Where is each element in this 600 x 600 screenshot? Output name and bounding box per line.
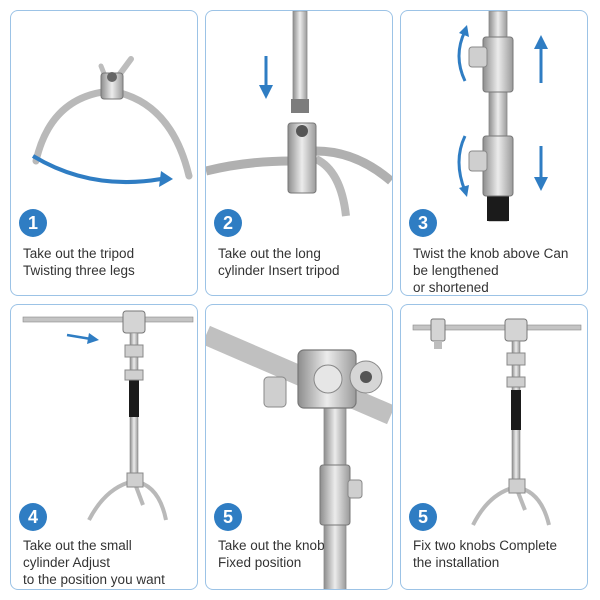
step-panel-5: 5 Take out the knob Fixed position [205, 304, 393, 590]
step-caption: Take out the knob Fixed position [218, 537, 386, 571]
arrow-icon [66, 333, 92, 341]
cylinder-insert-illustration [206, 11, 392, 217]
knob-closeup-illustration [206, 325, 392, 589]
step-number-badge: 3 [409, 209, 437, 237]
caption-line: cylinder Insert tripod [218, 263, 340, 278]
step-panel-2: 2 Take out the long cylinder Insert trip… [205, 10, 393, 296]
full-stand-illustration [22, 310, 194, 521]
step-panel-1: 1 Take out the tripod Twisting three leg… [10, 10, 198, 296]
step-number-badge: 1 [19, 209, 47, 237]
caption-line: Take out the long [218, 246, 321, 261]
tripod-base-illustration [31, 56, 193, 187]
step-panel-6: 5 Fix two knobs Complete the installatio… [400, 304, 588, 590]
step-caption: Twist the knob above Can be lengthened o… [413, 245, 581, 295]
caption-line: Fix two knobs Complete [413, 538, 558, 553]
step-caption: Take out the long cylinder Insert tripod [218, 245, 386, 279]
knob-twist-illustration [457, 11, 548, 222]
arrow-icon [534, 35, 548, 49]
arrow-icon [534, 177, 548, 191]
caption-line: be lengthened [413, 263, 499, 278]
step-number-badge: 5 [214, 503, 242, 531]
rotate-arrow-icon [457, 30, 467, 82]
step-number-badge: 2 [214, 209, 242, 237]
step-panel-3: 3 Twist the knob above Can be lengthened… [400, 10, 588, 296]
caption-line: to the position you want [23, 572, 165, 587]
step-caption: Fix two knobs Complete the installation [413, 537, 581, 571]
caption-line: Take out the knob [218, 538, 325, 553]
caption-line: Twisting three legs [23, 263, 135, 278]
step-number-badge: 5 [409, 503, 437, 531]
caption-line: Take out the tripod [23, 246, 135, 261]
caption-line: cylinder Adjust [23, 555, 111, 570]
caption-line: Take out the small [23, 538, 132, 553]
rotate-arrow-icon [459, 25, 469, 37]
arrow-icon [159, 171, 173, 187]
step-caption: Take out the tripod Twisting three legs [23, 245, 191, 279]
arrow-icon [87, 333, 99, 344]
rotate-arrow-icon [457, 135, 467, 192]
step-caption: Take out the small cylinder Adjust to th… [23, 537, 191, 588]
caption-line: Twist the knob above Can [413, 246, 569, 261]
step-panel-4: 4 Take out the small cylinder Adjust to … [10, 304, 198, 590]
caption-line: Fixed position [218, 555, 302, 570]
completed-stand-illustration [412, 318, 582, 526]
step-number-badge: 4 [19, 503, 47, 531]
rotate-arrow-icon [459, 185, 469, 197]
caption-line: or shortened [413, 280, 489, 295]
caption-line: the installation [413, 555, 500, 570]
arrow-icon [31, 154, 162, 185]
arrow-icon [259, 85, 273, 99]
